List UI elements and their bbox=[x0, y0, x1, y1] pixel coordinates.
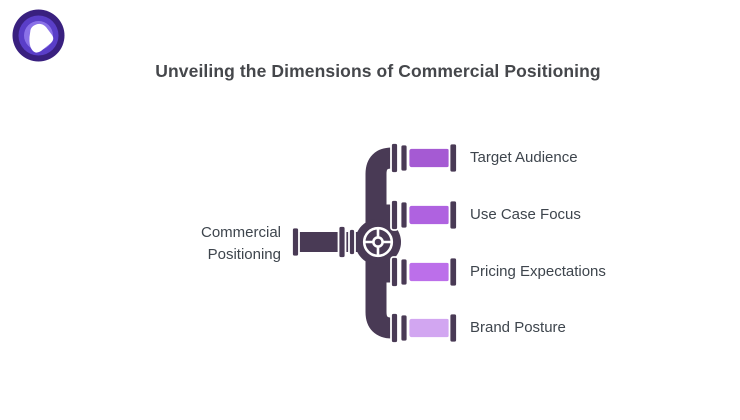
pipe-branch-4 bbox=[390, 312, 458, 344]
pipe-segment-4 bbox=[407, 317, 451, 339]
pipe-branch-1 bbox=[390, 142, 458, 174]
pipe-segment-2 bbox=[407, 204, 451, 226]
pipe-branch-3 bbox=[390, 256, 458, 288]
branch-label-pricing-expectations: Pricing Expectations bbox=[470, 263, 606, 280]
branch-label-use-case-focus: Use Case Focus bbox=[470, 206, 581, 223]
handwheel-valve-icon bbox=[355, 219, 401, 265]
pipe-branch-2 bbox=[390, 199, 458, 231]
branch-label-target-audience: Target Audience bbox=[470, 149, 578, 166]
logo-pick-shape bbox=[29, 23, 54, 53]
page-title: Unveiling the Dimensions of Commercial P… bbox=[155, 61, 601, 81]
pipe-segment-3 bbox=[407, 261, 451, 283]
brand-logo-icon bbox=[12, 9, 65, 62]
source-label: Commercial Positioning bbox=[200, 224, 281, 263]
source-pipe-flanges bbox=[291, 225, 356, 259]
branch-label-brand-posture: Brand Posture bbox=[470, 319, 566, 336]
valve-hub bbox=[372, 236, 384, 248]
pipe-segment-1 bbox=[407, 147, 451, 169]
